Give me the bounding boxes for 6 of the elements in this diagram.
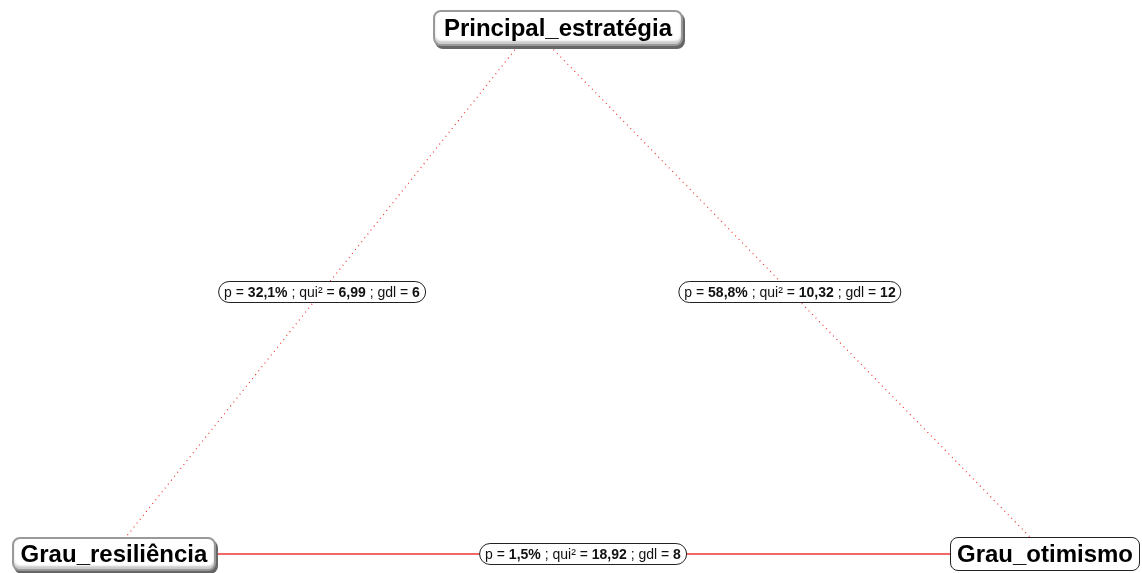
edge-label: p = 1,5% ; qui² = 18,92 ; gdl = 8 — [479, 543, 687, 565]
edge-label: p = 32,1% ; qui² = 6,99 ; gdl = 6 — [218, 280, 426, 303]
variable-box: Grau_resiliência — [12, 537, 216, 571]
edge-label: p = 58,8% ; qui² = 10,32 ; gdl = 12 — [678, 280, 902, 303]
variable-box: Grau_otimismo — [950, 537, 1140, 571]
variable-box: Principal_estratégia — [433, 10, 683, 46]
